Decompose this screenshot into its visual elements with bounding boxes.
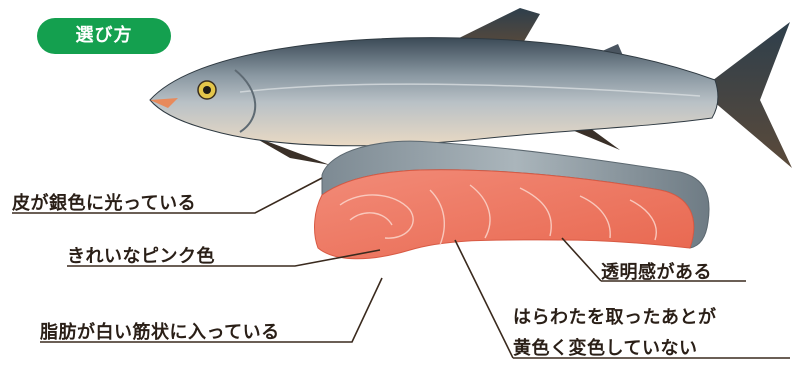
label-translucent: 透明感がある	[601, 258, 712, 284]
label-silver-skin: 皮が銀色に光っている	[12, 189, 196, 215]
label-belly-line-2: 黄色く変色していない	[513, 333, 717, 364]
label-white-fat: 脂肪が白い筋状に入っている	[40, 318, 280, 344]
selection-badge: 選び方	[37, 18, 171, 54]
label-belly-not-yellow: はらわたを取ったあとが 黄色く変色していない	[513, 302, 717, 364]
label-pink-color: きれいなピンク色	[67, 242, 215, 268]
label-belly-line-1: はらわたを取ったあとが	[513, 302, 717, 333]
